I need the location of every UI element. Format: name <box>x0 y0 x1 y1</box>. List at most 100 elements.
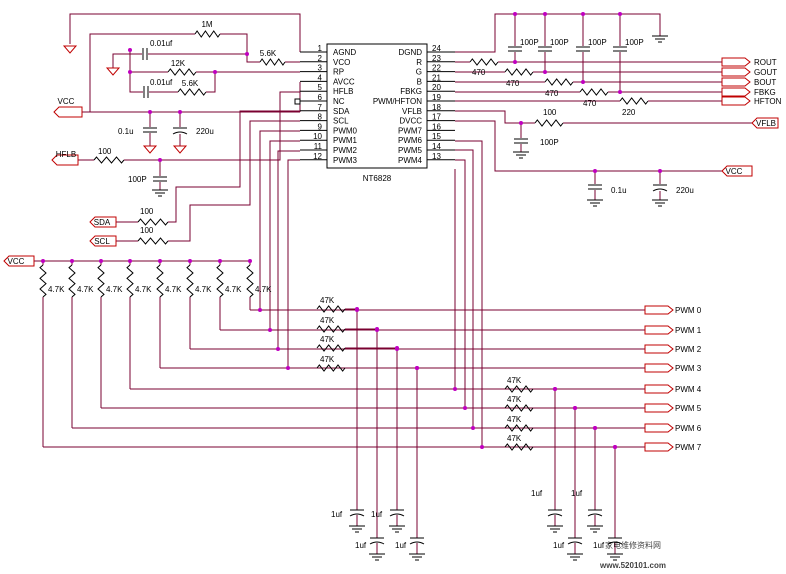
junction-dot <box>618 90 622 94</box>
capacitor-label: 0.01uf <box>150 78 173 87</box>
junction-dot <box>453 387 457 391</box>
pullup-resistor <box>97 264 105 298</box>
gout-port <box>721 67 751 77</box>
junction-dot <box>593 169 597 173</box>
pwm-port <box>644 344 674 354</box>
junction-dot <box>213 70 217 74</box>
pin-name: SCL <box>333 117 349 126</box>
pin-number: 2 <box>318 54 323 63</box>
pin-name: DVCC <box>399 117 422 126</box>
pin-name: G <box>416 68 422 77</box>
capacitor-label: 1uf <box>571 489 583 498</box>
junction-dot <box>188 259 192 263</box>
pwm-filter-capacitor <box>607 541 623 545</box>
chip-pwm-left <box>277 150 300 349</box>
pwm-filter-capacitor <box>567 541 583 545</box>
resistor-label: 470 <box>545 89 559 98</box>
capacitor-label: 1uf <box>371 510 383 519</box>
chip-pwm-left <box>269 140 300 330</box>
junction-dot <box>658 169 662 173</box>
junction-dot <box>70 259 74 263</box>
junction-dot <box>593 426 597 430</box>
pin-number: 3 <box>318 64 323 73</box>
junction-dot <box>513 12 517 16</box>
1m-vco-wire <box>220 33 260 63</box>
pwm-port <box>644 325 674 335</box>
port-label: VFLB <box>756 119 776 128</box>
pin-number: 10 <box>313 132 322 141</box>
dgnd-wire <box>455 13 661 53</box>
pin-number: 5 <box>318 83 323 92</box>
pwm-filter-resistor <box>504 443 534 451</box>
capacitor-label: 100P <box>540 138 559 147</box>
resistor-label: 100 <box>543 108 557 117</box>
junction-dot <box>128 259 132 263</box>
junction-dot <box>268 328 272 332</box>
chip-pwm-right <box>455 149 474 428</box>
pullup-resistor <box>126 264 134 298</box>
pin-number: 19 <box>432 93 441 102</box>
pin-name: AGND <box>333 48 356 57</box>
pwm-port <box>644 363 674 373</box>
resistor-label: 47K <box>507 376 522 385</box>
resistor-label: 470 <box>506 79 520 88</box>
pullup-resistor <box>216 264 224 298</box>
junction-dot <box>178 110 182 114</box>
port-label: GOUT <box>754 68 777 77</box>
pin-name: PWM0 <box>333 126 358 135</box>
junction-dot <box>245 52 249 56</box>
pwm-filter-capacitor <box>587 513 603 517</box>
nc-marker <box>294 98 301 105</box>
pin-name: SDA <box>333 107 350 116</box>
port-label: VCC <box>8 257 25 266</box>
pin-name: HFLB <box>333 87 353 96</box>
capacitor-label: 100P <box>128 175 147 184</box>
pwm-port <box>644 403 674 413</box>
pin-number: 16 <box>432 122 441 131</box>
pwm-filter-capacitor <box>409 541 425 545</box>
resistor-label: 4.7K <box>225 285 242 294</box>
rout-port <box>721 57 751 67</box>
capacitor-label: 100P <box>550 38 569 47</box>
pin-name: PWM2 <box>333 146 358 155</box>
capacitor-220u-right <box>652 188 668 192</box>
hflb-port <box>51 154 79 166</box>
port-label: VCC <box>58 97 75 106</box>
pin-name: R <box>416 58 422 67</box>
pin-name: PWM4 <box>398 156 423 165</box>
resistor-470-g <box>504 68 534 76</box>
pin-name: VCO <box>333 58 350 67</box>
chip-pwm-left <box>259 130 300 310</box>
pin-number: 4 <box>318 73 323 82</box>
pin-number: 6 <box>318 93 323 102</box>
pin-number: 12 <box>313 152 322 161</box>
pwm-filter-resistor <box>504 404 534 412</box>
port-label: ROUT <box>754 58 777 67</box>
junction-dot <box>158 158 162 162</box>
junction-dot <box>618 12 622 16</box>
resistor-label: 47K <box>320 316 335 325</box>
hflb-pin-wire <box>124 91 300 161</box>
port-label: PWM 0 <box>675 306 702 315</box>
capacitor-220u-left <box>172 131 188 135</box>
pin-name: AVCC <box>333 77 355 86</box>
port-label: SCL <box>94 237 110 246</box>
pin-number: 20 <box>432 83 441 92</box>
junction-dot <box>41 259 45 263</box>
pwm-port <box>644 423 674 433</box>
pwm-filter-capacitor <box>369 541 385 545</box>
junction-dot <box>543 70 547 74</box>
port-label: FBKG <box>754 88 776 97</box>
resistor-5.6k-rp <box>177 88 207 96</box>
port-label: PWM 7 <box>675 443 702 452</box>
resistor-label: 5.6K <box>182 79 199 88</box>
capacitor-label: 220u <box>676 186 694 195</box>
pin-number: 24 <box>432 44 441 53</box>
pwm-filter-capacitor <box>349 513 365 517</box>
resistor-label: 100 <box>140 226 154 235</box>
capacitor-label: 1uf <box>593 541 605 550</box>
resistor-label: 470 <box>583 99 597 108</box>
junction-dot <box>375 328 379 332</box>
resistor-label: 12K <box>171 59 186 68</box>
capacitor-label: 1uf <box>553 541 565 550</box>
